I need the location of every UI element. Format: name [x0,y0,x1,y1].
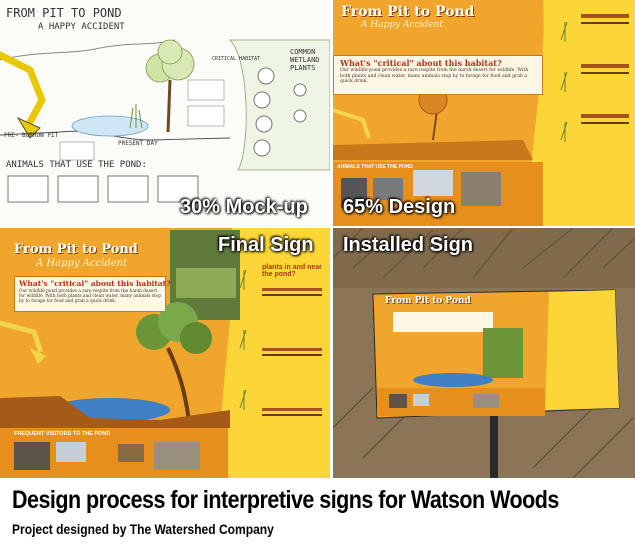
final-question: What's "critical" about this habitat? [19,279,171,288]
caption-subtitle: Project designed by The Watershed Compan… [12,521,274,537]
caption-title: Design process for interpretive signs fo… [12,486,559,514]
mockup-label-animals: ANIMALS THAT USE THE POND: [6,160,147,170]
final-subtitle: A Happy Accident [36,258,128,269]
design65-title: From Pit to Pond [341,4,475,20]
mockup-title: FROM PIT TO POND [6,6,122,20]
mockup-subtitle: A HAPPY ACCIDENT [38,22,125,32]
final-question-text: Our wildlife pond provides a rare respit… [19,289,161,305]
design65-question: What's "critical" about this habitat? [340,58,502,68]
final-question-box: What's "critical" about this habitat? Ou… [14,276,171,312]
design65-animals-label: ANIMALS THAT USE THE POND [337,164,414,170]
final-art [0,228,330,478]
mockup-stage-label: 30% Mock-up [180,196,308,218]
final-panel: From Pit to Pond A Happy Accident What's… [0,228,330,478]
mockup-panel: FROM PIT TO POND A HAPPY ACCIDENT CRITIC… [0,0,330,226]
installed-photo [333,228,635,478]
mockup-label-wetland: COMMON WETLAND PLANTS [290,48,320,72]
final-visitors-label: FREQUENT VISITORS TO THE POND [14,431,111,437]
mockup-label-pre: PRE- BORROW PIT [4,132,59,139]
final-title: From Pit to Pond [14,242,138,257]
design65-art [333,0,635,226]
mockup-label-critical: CRITICAL HABITAT [212,56,261,62]
mockup-label-present: PRESENT DAY [118,140,158,147]
design65-question-box: What's "critical" about this habitat? Ou… [333,55,543,95]
caption-area: Design process for interpretive signs fo… [0,478,635,551]
design65-question-text: Our wildlife pond provides a rare respit… [340,68,529,84]
installed-title: From Pit to Pond [385,296,471,306]
design65-panel: From Pit to Pond A Happy Accident What's… [333,0,635,226]
installed-panel: From Pit to Pond Installed Sign [333,228,635,478]
final-side-question: plants in and near the pond? [262,264,322,278]
design65-stage-label: 65% Design [343,196,456,218]
final-stage-label: Final Sign [218,234,314,256]
design65-subtitle: A Happy Accident [361,20,444,30]
mockup-sketch [0,39,330,203]
installed-stage-label: Installed Sign [343,234,474,256]
